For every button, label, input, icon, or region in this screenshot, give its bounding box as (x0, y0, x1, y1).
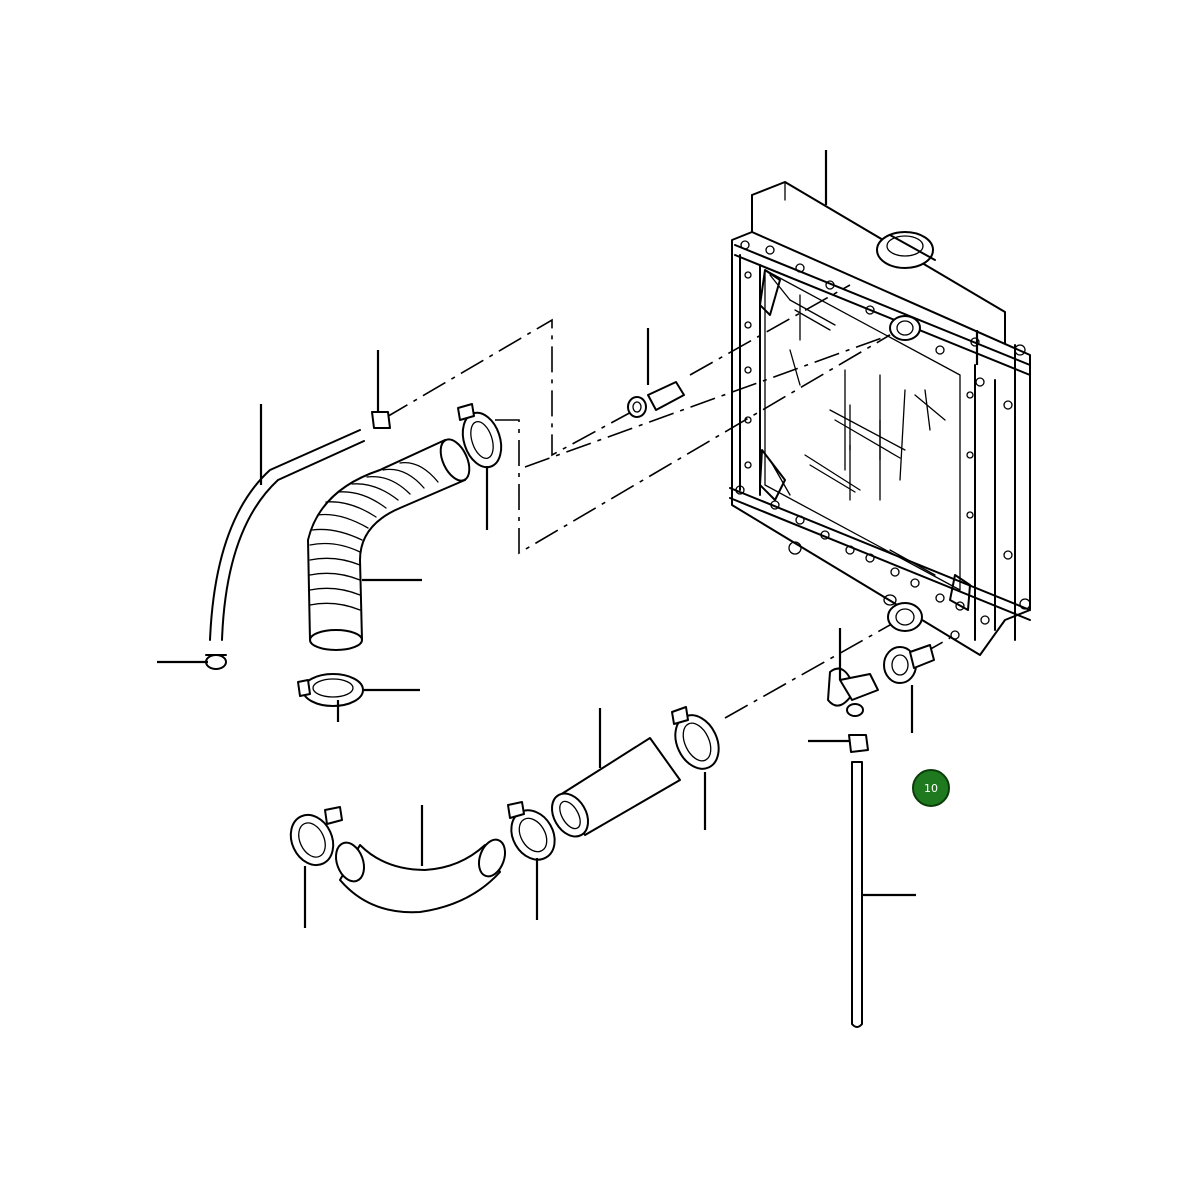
temperature-sender (627, 381, 685, 418)
callout-badge[interactable]: 10 (912, 769, 950, 807)
hose-clamp-mid-left (507, 801, 556, 861)
assembly-lines (384, 284, 951, 719)
drain-cock (827, 667, 879, 717)
lower-straight-hose (550, 737, 681, 838)
hose-clamp-bottom-left (289, 806, 343, 867)
callout-badge-label: 10 (924, 782, 938, 795)
upper-corrugated-hose (307, 438, 471, 651)
leader-lines (157, 150, 979, 928)
hose-clamp-upper (457, 403, 503, 469)
callout-badge-circle (912, 769, 950, 807)
drain-plug (883, 644, 935, 684)
hose-clamp-mid-right (671, 706, 720, 770)
radiator (729, 181, 1031, 656)
drain-tube (848, 734, 869, 1028)
hose-clamp-lower-left (297, 673, 364, 707)
breather-hose (205, 411, 391, 670)
lower-bent-hose (334, 838, 507, 914)
